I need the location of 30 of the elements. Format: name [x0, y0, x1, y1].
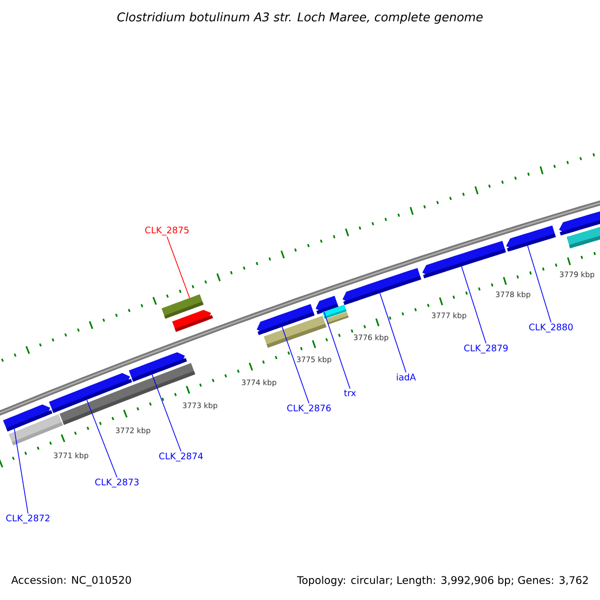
gene-label: trx [344, 390, 356, 396]
gene-bar [566, 225, 600, 248]
gene-label: CLK_2876 [287, 404, 331, 414]
gene-label: CLK_2875 [145, 226, 188, 236]
leader-line [380, 292, 406, 373]
gene-bar [422, 240, 506, 278]
gene-bar [506, 226, 556, 252]
gene-label: CLK_2880 [529, 324, 573, 332]
leader-line [14, 428, 28, 514]
leader-line [86, 399, 118, 478]
gene-label: iadA [396, 374, 416, 380]
gene-bar [172, 310, 214, 332]
gene-label: CLK_2874 [159, 452, 203, 462]
gene-bar [8, 414, 63, 446]
leader-line [152, 374, 182, 452]
leader-line [527, 245, 552, 323]
leader-line [166, 236, 190, 298]
gene-bar [342, 268, 422, 306]
accession-label: Accession: NC_010520 [11, 576, 131, 586]
gene-label: CLK_2872 [6, 514, 50, 524]
gene-label: CLK_2879 [464, 344, 508, 354]
gene-bar [326, 312, 349, 325]
leader-line [282, 326, 310, 404]
title: Clostridium botulinum A3 str. Loch Maree, complete genome [117, 12, 483, 24]
gene-bar [264, 316, 326, 348]
leader-line [461, 266, 486, 344]
leader-line [324, 312, 350, 390]
gene-bar [128, 352, 187, 382]
gene-label: CLK_2873 [95, 478, 139, 488]
genome-summary: Topology: circular; Length: 3,992,906 bp; Genes: 3,762 [297, 576, 588, 586]
